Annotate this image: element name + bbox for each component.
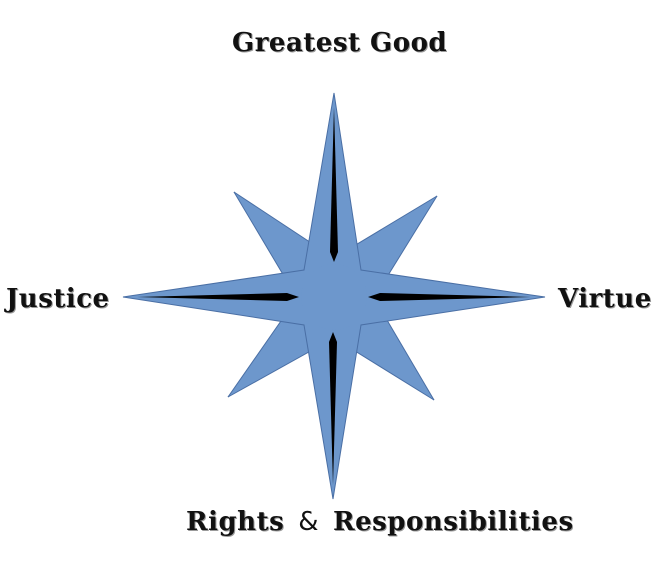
label-responsibilities: Responsibilities (333, 507, 574, 537)
label-rights-responsibilities: Rights&Responsibilities (186, 507, 574, 537)
label-virtue: Virtue (558, 284, 652, 314)
label-ampersand: & (298, 507, 319, 537)
label-greatest-good: Greatest Good (232, 28, 448, 58)
star-line-north (330, 107, 338, 262)
star-line-south (329, 332, 337, 485)
star-hub (301, 264, 367, 330)
star-line-east (368, 293, 531, 301)
star-line-west (137, 293, 299, 301)
label-justice: Justice (6, 284, 110, 314)
label-rights: Rights (186, 507, 285, 537)
